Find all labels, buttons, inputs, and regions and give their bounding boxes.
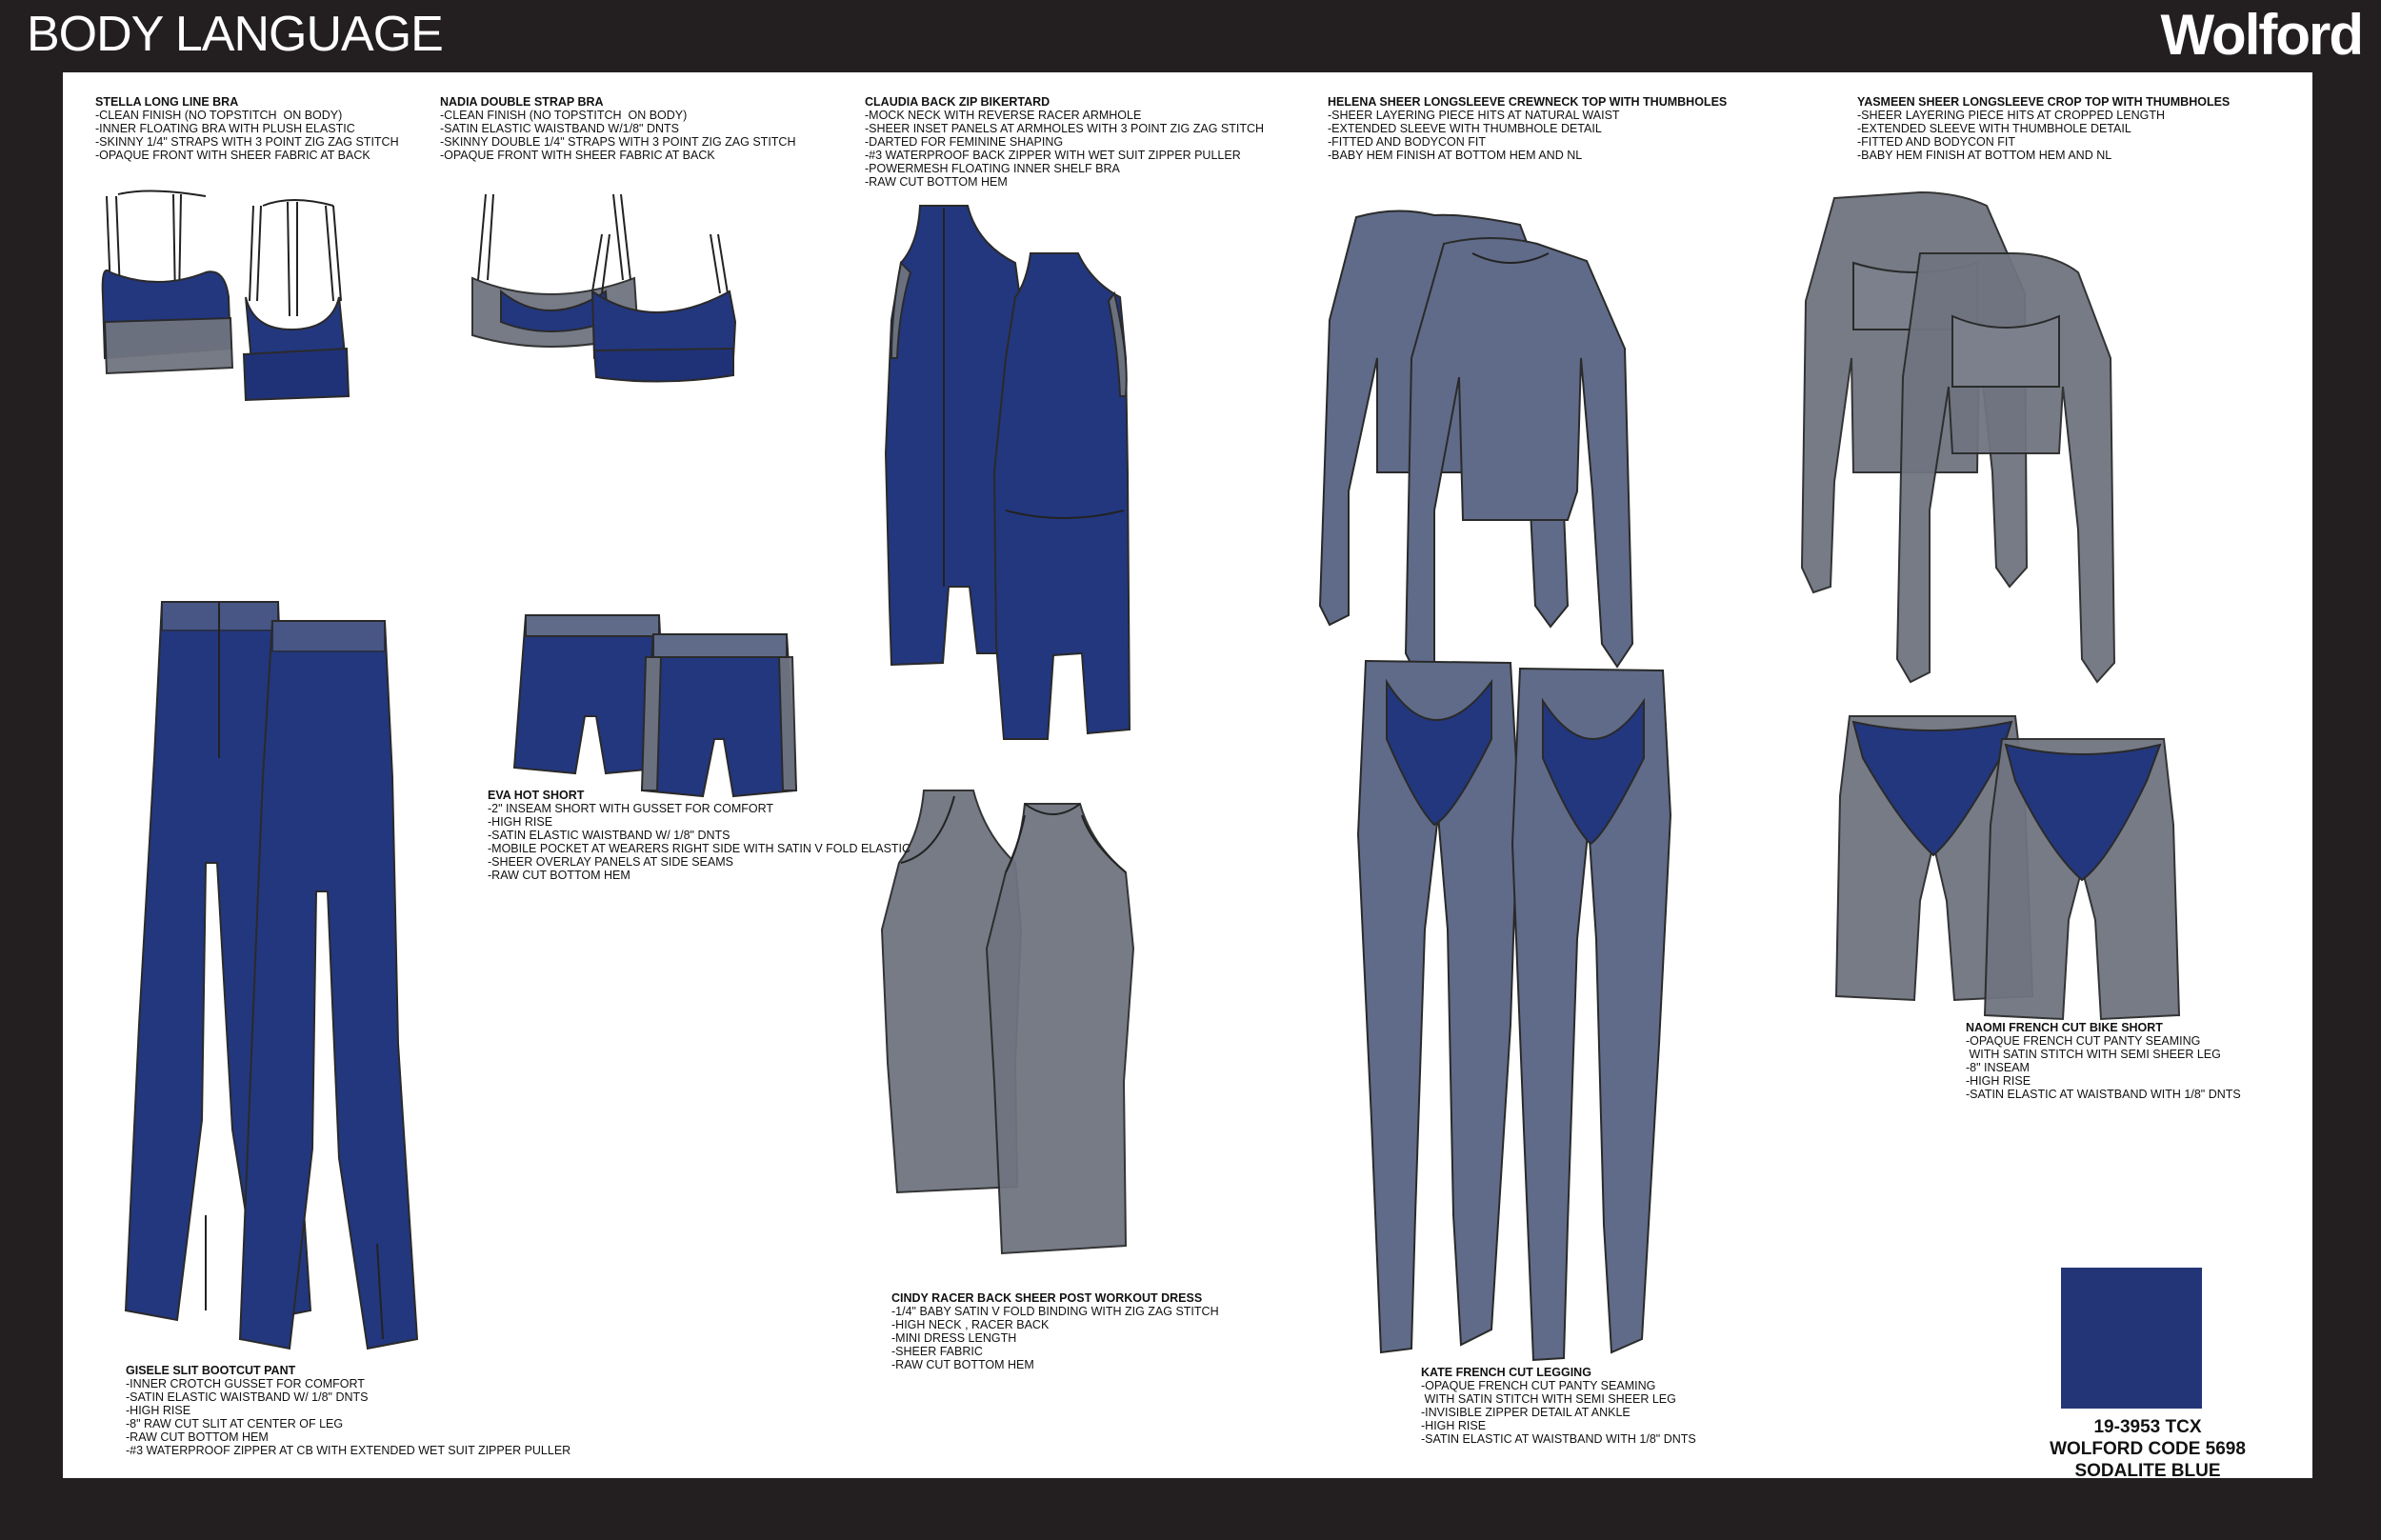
nadia-bra-sketch [471, 193, 737, 383]
spec-note: -SKINNY 1/4" STRAPS WITH 3 POINT ZIG ZAG… [95, 135, 399, 149]
color-swatch-block: 19-3953 TCX WOLFORD CODE 5698 SODALITE B… [2050, 1268, 2248, 1482]
spec-note: -OPAQUE FRENCH CUT PANTY SEAMING [1966, 1034, 2201, 1048]
spec-title: HELENA SHEER LONGSLEEVE CREWNECK TOP WIT… [1328, 95, 1728, 109]
spec-note: -SHEER OVERLAY PANELS AT SIDE SEAMS [488, 855, 733, 869]
spec-note: -HIGH RISE [1421, 1419, 1487, 1432]
spec-note: -8" RAW CUT SLIT AT CENTER OF LEG [126, 1417, 344, 1430]
spec-title: NAOMI FRENCH CUT BIKE SHORT [1966, 1021, 2163, 1034]
page-title: BODY LANGUAGE [27, 7, 444, 62]
spec-note: -SHEER LAYERING PIECE HITS AT CROPPED LE… [1857, 109, 2165, 122]
spec-note: -POWERMESH FLOATING INNER SHELF BRA [865, 162, 1120, 175]
spec-note: -CLEAN FINISH (NO TOPSTITCH ON BODY) [440, 109, 688, 122]
spec-note: -OPAQUE FRONT WITH SHEER FABRIC AT BACK [440, 149, 715, 162]
spec-title: EVA HOT SHORT [488, 789, 585, 802]
spec-note: -BABY HEM FINISH AT BOTTOM HEM AND NL [1328, 149, 1583, 162]
eva-short-sketch [512, 614, 798, 798]
spec-note: -MOBILE POCKET AT WEARERS RIGHT SIDE WIT… [488, 842, 911, 855]
naomi-short-sketch [1834, 715, 2181, 1021]
spec-claudia: CLAUDIA BACK ZIP BIKERTARD -MOCK NECK WI… [865, 95, 1264, 189]
helena-top-sketch [1318, 210, 1634, 674]
spec-note: -INNER FLOATING BRA WITH PLUSH ELASTIC [95, 122, 355, 135]
spec-note: -OPAQUE FRONT WITH SHEER FABRIC AT BACK [95, 149, 370, 162]
spec-note: -HIGH RISE [1966, 1074, 2031, 1088]
spec-note: -BABY HEM FINISH AT BOTTOM HEM AND NL [1857, 149, 2112, 162]
swatch-label: 19-3953 TCX WOLFORD CODE 5698 SODALITE B… [2048, 1416, 2248, 1482]
spec-note: -SATIN ELASTIC WAISTBAND W/ 1/8" DNTS [126, 1390, 369, 1404]
claudia-bikertard-sketch [884, 205, 1131, 740]
spec-note: -HIGH RISE [488, 815, 553, 829]
garment-sketches: .nv { fill: #23377f; stroke: #2a2a2a; st… [101, 190, 2181, 1362]
spec-stella: STELLA LONG LINE BRA -CLEAN FINISH (NO T… [95, 95, 399, 162]
spec-note: -SATIN ELASTIC WAISTBAND W/1/8" DNTS [440, 122, 679, 135]
spec-title: STELLA LONG LINE BRA [95, 95, 239, 109]
spec-note: -FITTED AND BODYCON FIT [1328, 135, 1486, 149]
spec-cindy: CINDY RACER BACK SHEER POST WORKOUT DRES… [891, 1291, 1219, 1371]
stella-bra-sketch [101, 190, 350, 402]
spec-kate: KATE FRENCH CUT LEGGING -OPAQUE FRENCH C… [1421, 1366, 1696, 1446]
spec-note: -RAW CUT BOTTOM HEM [126, 1430, 269, 1444]
spec-note: WITH SATIN STITCH WITH SEMI SHEER LEG [1421, 1392, 1676, 1406]
cindy-dress-sketch [880, 790, 1135, 1255]
tech-sheet: .nv { fill: #23377f; stroke: #2a2a2a; st… [63, 72, 2312, 1481]
spec-eva: EVA HOT SHORT -2" INSEAM SHORT WITH GUSS… [488, 789, 910, 882]
spec-note: -SKINNY DOUBLE 1/4" STRAPS WITH 3 POINT … [440, 135, 796, 149]
spec-note: -SATIN ELASTIC AT WAISTBAND WITH 1/8" DN… [1966, 1088, 2241, 1101]
spec-note: -SHEER FABRIC [891, 1345, 983, 1358]
spec-note: -CLEAN FINISH (NO TOPSTITCH ON BODY) [95, 109, 343, 122]
spec-title: CINDY RACER BACK SHEER POST WORKOUT DRES… [891, 1291, 1203, 1305]
spec-naomi: NAOMI FRENCH CUT BIKE SHORT -OPAQUE FREN… [1966, 1021, 2241, 1101]
spec-note: -1/4" BABY SATIN V FOLD BINDING WITH ZIG… [891, 1305, 1219, 1318]
wolford-code: WOLFORD CODE 5698 [2050, 1439, 2246, 1459]
color-name: SODALITE BLUE [2074, 1461, 2221, 1481]
spec-note: -SATIN ELASTIC AT WAISTBAND WITH 1/8" DN… [1421, 1432, 1696, 1446]
spec-note: -INVISIBLE ZIPPER DETAIL AT ANKLE [1421, 1406, 1631, 1419]
spec-note: WITH SATIN STITCH WITH SEMI SHEER LEG [1966, 1048, 2221, 1061]
spec-note: -#3 WATERPROOF BACK ZIPPER WITH WET SUIT… [865, 149, 1241, 162]
spec-note: -#3 WATERPROOF ZIPPER AT CB WITH EXTENDE… [126, 1444, 571, 1457]
spec-note: -RAW CUT BOTTOM HEM [865, 175, 1008, 189]
spec-yasmeen: YASMEEN SHEER LONGSLEEVE CROP TOP WITH T… [1857, 95, 2230, 162]
spec-note: -HIGH RISE [126, 1404, 191, 1417]
spec-note: -FITTED AND BODYCON FIT [1857, 135, 2015, 149]
color-swatch [2061, 1268, 2202, 1409]
spec-note: -EXTENDED SLEEVE WITH THUMBHOLE DETAIL [1328, 122, 1602, 135]
spec-note: -INNER CROTCH GUSSET FOR COMFORT [126, 1377, 365, 1390]
spec-note: -SHEER INSET PANELS AT ARMHOLES WITH 3 P… [865, 122, 1265, 135]
brand-logo: Wolford [2160, 3, 2364, 67]
spec-title: KATE FRENCH CUT LEGGING [1421, 1366, 1591, 1379]
spec-title: NADIA DOUBLE STRAP BRA [440, 95, 604, 109]
spec-title: GISELE SLIT BOOTCUT PANT [126, 1364, 296, 1377]
spec-note: -RAW CUT BOTTOM HEM [488, 869, 630, 882]
spec-gisele: GISELE SLIT BOOTCUT PANT -INNER CROTCH G… [126, 1364, 570, 1457]
pantone-code: 19-3953 TCX [2093, 1417, 2202, 1437]
spec-note: -EXTENDED SLEEVE WITH THUMBHOLE DETAIL [1857, 122, 2131, 135]
spec-helena: HELENA SHEER LONGSLEEVE CREWNECK TOP WIT… [1328, 95, 1727, 162]
gisele-pant-sketch [124, 601, 419, 1350]
spec-note: -HIGH NECK , RACER BACK [891, 1318, 1050, 1331]
spec-title: YASMEEN SHEER LONGSLEEVE CROP TOP WITH T… [1857, 95, 2231, 109]
spec-note: -2" INSEAM SHORT WITH GUSSET FOR COMFORT [488, 802, 774, 815]
spec-title: CLAUDIA BACK ZIP BIKERTARD [865, 95, 1050, 109]
yasmeen-top-sketch [1800, 190, 2116, 684]
spec-note: -8" INSEAM [1966, 1061, 2030, 1074]
spec-note: -MINI DRESS LENGTH [891, 1331, 1017, 1345]
spec-note: -OPAQUE FRENCH CUT PANTY SEAMING [1421, 1379, 1656, 1392]
spec-note: -SHEER LAYERING PIECE HITS AT NATURAL WA… [1328, 109, 1620, 122]
kate-legging-sketch [1356, 659, 1672, 1362]
spec-nadia: NADIA DOUBLE STRAP BRA -CLEAN FINISH (NO… [440, 95, 795, 162]
spec-note: -DARTED FOR FEMININE SHAPING [865, 135, 1064, 149]
spec-note: -SATIN ELASTIC WAISTBAND W/ 1/8" DNTS [488, 829, 730, 842]
spec-note: -RAW CUT BOTTOM HEM [891, 1358, 1034, 1371]
spec-note: -MOCK NECK WITH REVERSE RACER ARMHOLE [865, 109, 1142, 122]
